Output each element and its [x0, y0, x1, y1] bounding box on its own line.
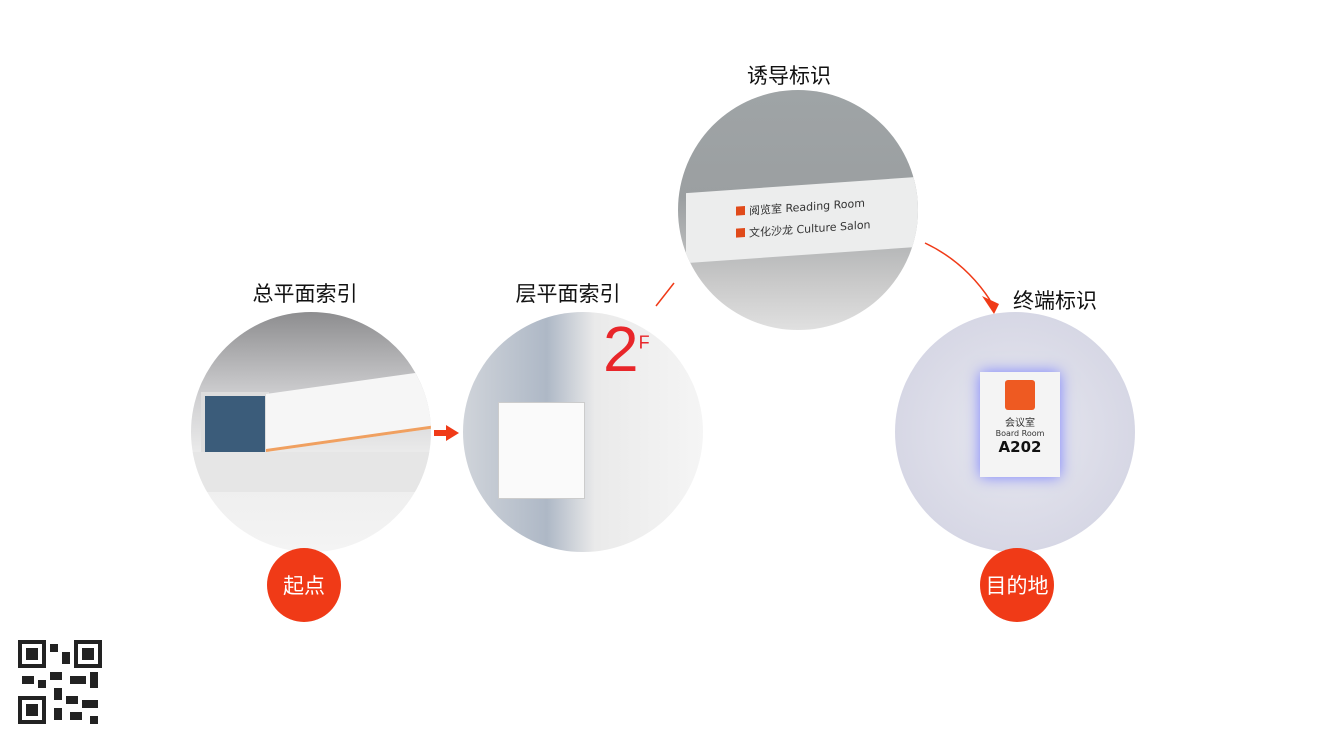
- stage-label-overview: 总平面索引: [252, 282, 358, 306]
- floor-sign-image: 2F: [463, 312, 703, 552]
- stage-label-terminal: 终端标识: [1013, 289, 1097, 313]
- counter: [191, 452, 431, 492]
- kiosk-screen: [201, 392, 269, 460]
- room-name-cn: 会议室: [1005, 418, 1035, 429]
- stage-label-floor: 层平面索引: [515, 282, 621, 306]
- overview-sign-image: [191, 312, 431, 552]
- arrow-down-icon: [982, 296, 999, 314]
- door-plate: 会议室 Board Room A202: [980, 372, 1060, 477]
- floor-sup: F: [638, 332, 650, 353]
- arrow-left-icon: [736, 227, 745, 238]
- arrow-right-icon: [434, 425, 459, 441]
- start-badge: 起点: [267, 548, 341, 622]
- stage-label-guide: 诱导标识: [747, 64, 831, 88]
- map-panel: [266, 370, 431, 452]
- connector-curve: [924, 242, 991, 301]
- meeting-room-icon: [1005, 380, 1035, 410]
- qr-code-icon: [18, 640, 102, 724]
- room-name-en: Board Room: [995, 429, 1045, 438]
- sign-line-1: 阅览室 Reading Room: [749, 196, 865, 218]
- floor-map: [498, 402, 585, 499]
- destination-badge: 目的地: [980, 548, 1054, 622]
- terminal-sign-image: 会议室 Board Room A202: [895, 312, 1135, 552]
- connector-line: [655, 282, 675, 307]
- floor-number: 2: [603, 313, 639, 385]
- arrow-up-icon: [736, 205, 745, 216]
- room-number: A202: [998, 438, 1042, 456]
- hanging-sign: 阅览室 Reading Room 文化沙龙 Culture Salon: [686, 176, 918, 264]
- sign-line-2: 文化沙龙 Culture Salon: [749, 218, 871, 240]
- guide-sign-image: 阅览室 Reading Room 文化沙龙 Culture Salon: [678, 90, 918, 330]
